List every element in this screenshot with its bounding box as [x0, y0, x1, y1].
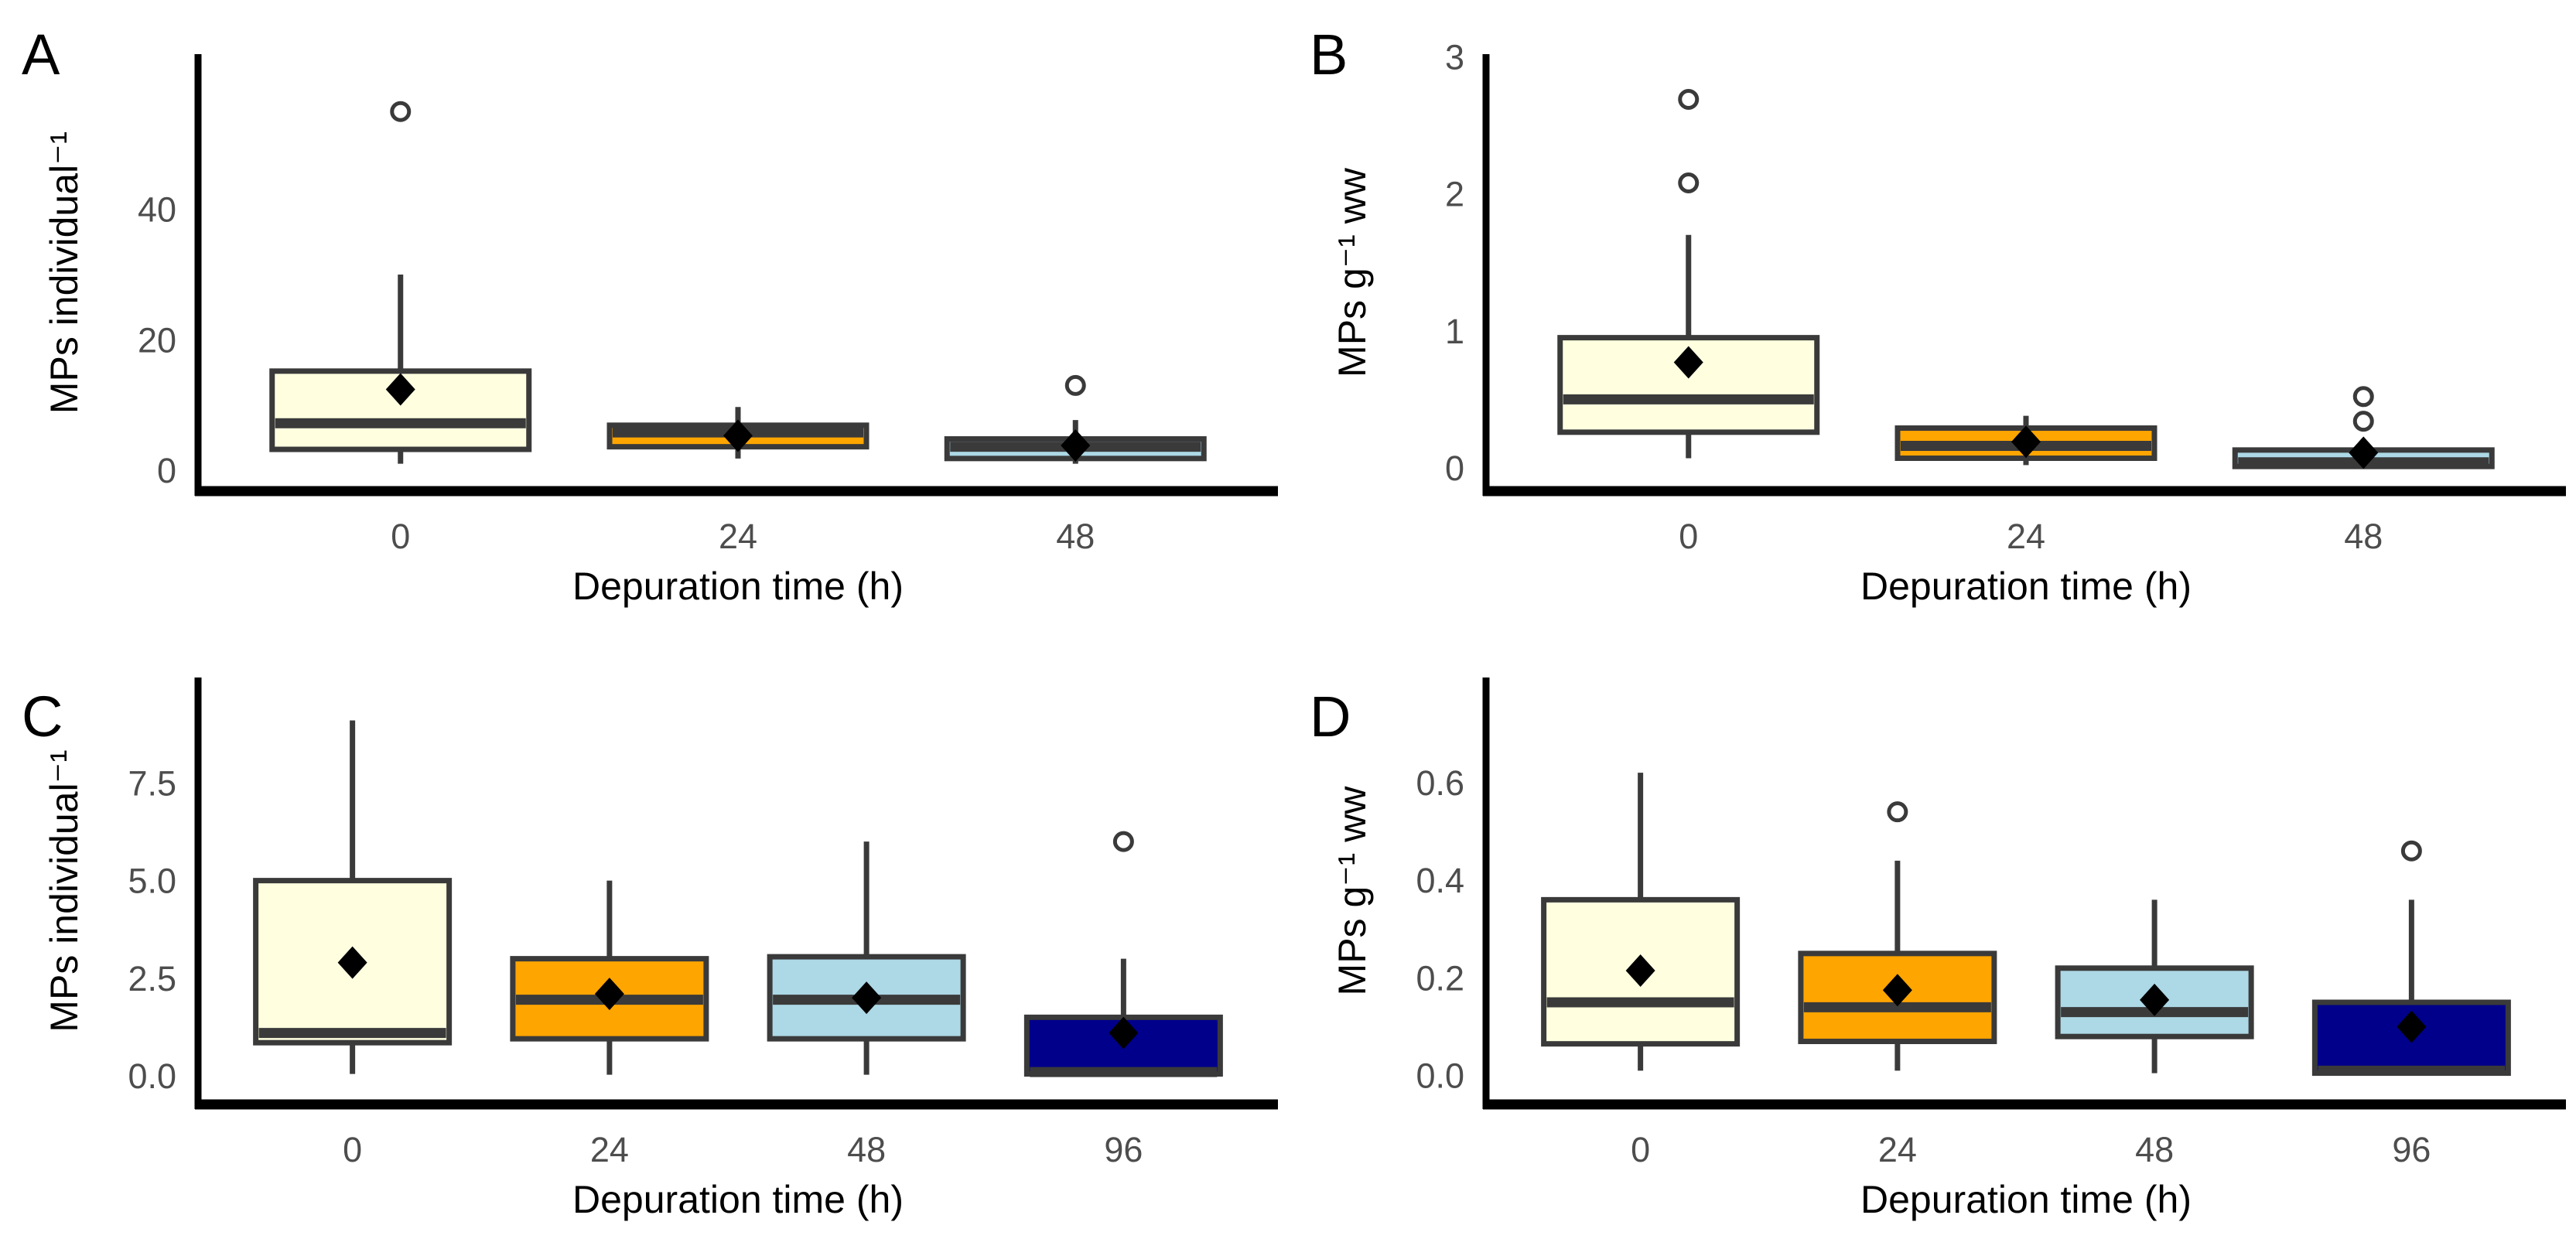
x-tick-label: 96 — [2392, 1130, 2431, 1169]
outlier-circle — [1064, 374, 1086, 396]
panel-letter: B — [1310, 22, 1348, 87]
panel-letter: A — [22, 22, 60, 87]
x-axis-title: Depuration time (h) — [1860, 565, 2192, 608]
y-axis-label: MPs individual⁻¹ — [43, 749, 86, 1032]
box-group-24 — [510, 880, 709, 1075]
x-tick-label: 0 — [1679, 517, 1698, 556]
x-axis-title: Depuration time (h) — [572, 1178, 904, 1221]
box — [253, 878, 453, 1046]
mean-diamond — [2140, 983, 2170, 1016]
y-tick-label: 0.4 — [1416, 861, 1464, 900]
panel-D: D MPs g⁻¹ ww 0.0 0.2 0.4 0.6 0 24 48 96Depuration… — [1310, 677, 2566, 1221]
y-tick-label: 20 — [138, 320, 176, 360]
x-tick-label: 24 — [2007, 517, 2045, 556]
panel-letter: C — [22, 684, 63, 749]
panel-letter: D — [1310, 684, 1351, 749]
mean-diamond — [385, 373, 415, 406]
x-tick-label: 48 — [847, 1130, 886, 1169]
box-group-48 — [2055, 899, 2254, 1073]
y-axis-label: MPs g⁻¹ ww — [1331, 167, 1374, 377]
box-group-96 — [1023, 831, 1223, 1077]
y-tick-label: 0.0 — [128, 1056, 176, 1096]
y-tick-label: 3 — [1445, 38, 1464, 77]
mean-diamond — [1625, 954, 1655, 987]
x-axis-title: Depuration time (h) — [1860, 1178, 2192, 1221]
box-group-0 — [253, 720, 453, 1074]
box-group-0 — [1557, 88, 1820, 459]
x-tick-label: 0 — [391, 517, 410, 556]
mean-diamond — [1109, 1016, 1139, 1050]
box-group-24 — [606, 407, 869, 459]
y-tick-label: 0.6 — [1416, 763, 1464, 803]
outlier-circle — [1678, 88, 1700, 110]
mean-diamond — [723, 419, 753, 452]
box-group-48 — [767, 841, 966, 1075]
box-group-24 — [1798, 801, 1997, 1071]
mean-diamond — [2397, 1010, 2427, 1043]
x-tick-label: 48 — [2135, 1130, 2174, 1169]
mean-diamond — [852, 981, 882, 1015]
y-tick-label: 0.2 — [1416, 958, 1464, 998]
y-tick-label: 0 — [1445, 449, 1464, 488]
box-group-24 — [1894, 415, 2157, 466]
outlier-circle — [1678, 172, 1700, 193]
outlier-circle — [1112, 831, 1134, 852]
y-tick-label: 2 — [1445, 175, 1464, 214]
outlier-circle — [2352, 411, 2374, 432]
mean-diamond — [2011, 425, 2041, 459]
x-tick-label: 24 — [590, 1130, 629, 1169]
x-tick-label: 24 — [719, 517, 757, 556]
outlier-circle — [1887, 801, 1908, 823]
outlier-circle — [2400, 840, 2422, 862]
x-axis-title: Depuration time (h) — [572, 565, 904, 608]
box-group-96 — [2311, 840, 2511, 1077]
mean-diamond — [1673, 346, 1703, 379]
x-tick-label: 0 — [1631, 1130, 1650, 1169]
y-tick-label: 7.5 — [128, 763, 176, 803]
outlier-circle — [2352, 386, 2374, 408]
mean-diamond — [2349, 436, 2379, 469]
box-group-0 — [269, 101, 532, 464]
box — [1798, 951, 1997, 1045]
y-tick-label: 1 — [1445, 312, 1464, 351]
x-tick-label: 0 — [343, 1130, 362, 1169]
box-group-48 — [944, 374, 1207, 464]
mean-diamond — [1061, 428, 1091, 462]
x-tick-label: 24 — [1878, 1130, 1917, 1169]
mean-diamond — [337, 946, 367, 979]
box-group-0 — [1541, 773, 1741, 1071]
y-axis-label: MPs individual⁻¹ — [43, 131, 86, 414]
mean-diamond — [594, 978, 624, 1011]
y-tick-label: 2.5 — [128, 959, 176, 998]
mean-diamond — [1882, 974, 1912, 1007]
x-tick-label: 96 — [1104, 1130, 1143, 1169]
y-axis-label: MPs g⁻¹ ww — [1331, 786, 1374, 996]
box-group-48 — [2232, 386, 2495, 469]
x-tick-label: 48 — [1056, 517, 1095, 556]
y-tick-label: 0 — [157, 451, 176, 490]
x-tick-label: 48 — [2344, 517, 2383, 556]
y-tick-label: 5.0 — [128, 862, 176, 901]
y-tick-label: 0.0 — [1416, 1056, 1464, 1096]
y-tick-label: 40 — [138, 190, 176, 230]
outlier-circle — [390, 101, 412, 122]
